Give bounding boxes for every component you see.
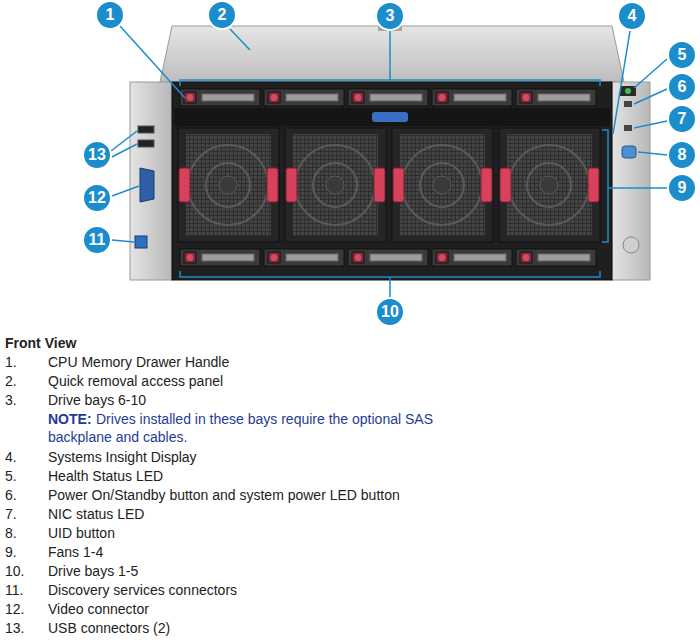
list-number: 10. — [5, 562, 24, 580]
callout-number: 13 — [82, 140, 112, 170]
list-item: Systems Insight Display — [48, 448, 197, 466]
callout-number: 5 — [667, 40, 697, 70]
callout-number: 4 — [617, 1, 647, 31]
list-item: Quick removal access panel — [48, 372, 223, 390]
list-number: 13. — [5, 619, 24, 637]
list-item: CPU Memory Drawer Handle — [48, 353, 229, 371]
list-number: 11. — [5, 581, 23, 599]
list-number: 5. — [5, 467, 17, 485]
callout-number: 11 — [82, 225, 112, 255]
list-item: Drive bays 1-5 — [48, 562, 138, 580]
list-item: Drive bays 6-10 — [48, 391, 146, 409]
callout-number: 10 — [375, 297, 405, 327]
callout-number: 7 — [667, 104, 697, 134]
list-number: 7. — [5, 505, 17, 523]
list-item: Power On/Standby button and system power… — [48, 486, 400, 504]
list-number: 6. — [5, 486, 17, 504]
list-item: Video connector — [48, 600, 149, 618]
list-number: 1. — [5, 353, 17, 371]
list-item: Discovery services connectors — [48, 581, 237, 599]
callout-number: 2 — [207, 0, 237, 30]
list-number: 12. — [5, 600, 24, 618]
list-item: UID button — [48, 524, 115, 542]
list-item: Health Status LED — [48, 467, 163, 485]
list-number: 2. — [5, 372, 17, 390]
list-number: 3. — [5, 391, 17, 409]
list-number: 9. — [5, 543, 17, 561]
section-title: Front View — [5, 334, 76, 352]
list-item: Fans 1-4 — [48, 543, 103, 561]
note-heading: NOTE: — [48, 410, 92, 428]
callout-number: 12 — [82, 183, 112, 213]
note-text: Drives installed in these bays require t… — [48, 410, 433, 446]
callout-number: 9 — [667, 173, 697, 203]
list-number: 4. — [5, 448, 17, 466]
list-item: NIC status LED — [48, 505, 144, 523]
list-item: USB connectors (2) — [48, 619, 170, 637]
callout-number: 3 — [375, 1, 405, 31]
callout-number: 8 — [667, 140, 697, 170]
list-number: 8. — [5, 524, 17, 542]
callout-number: 6 — [667, 72, 697, 102]
callout-number: 1 — [95, 0, 125, 30]
